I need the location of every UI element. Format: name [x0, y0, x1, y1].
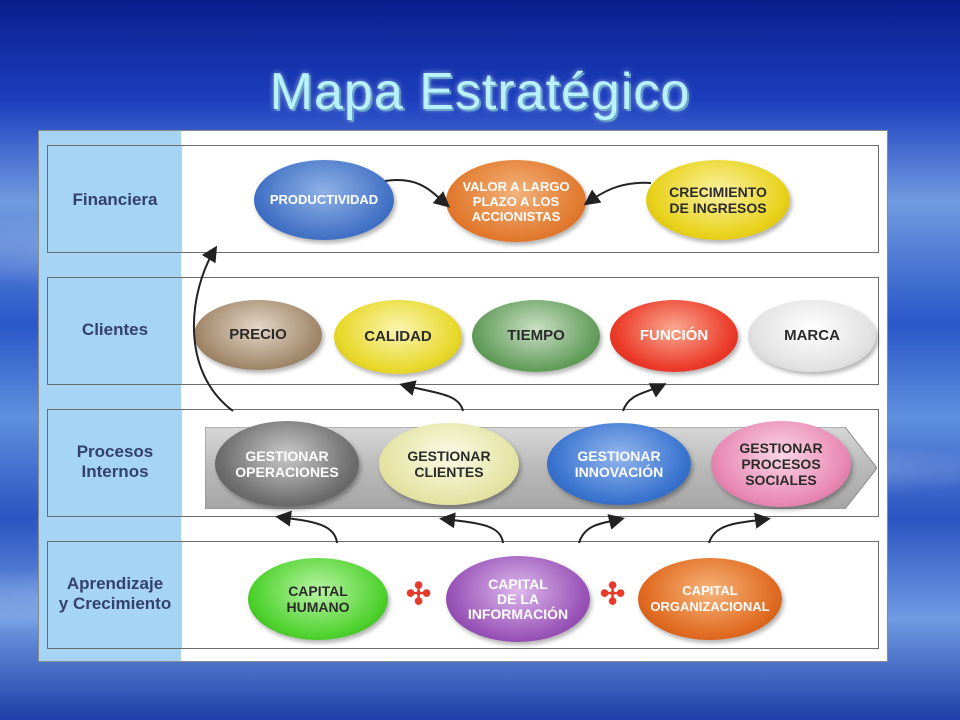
strategy-map: Financiera PRODUCTIVIDAD VALOR A LARGO P… — [38, 130, 888, 662]
row-clientes: Clientes PRECIO CALIDAD TIEMPO FUNCIÓN M… — [47, 277, 879, 385]
row-aprendizaje-crecimiento: Aprendizaje y Crecimiento CAPITAL HUMANO… — [47, 541, 879, 649]
oval-tiempo: TIEMPO — [472, 300, 600, 372]
oval-funcion: FUNCIÓN — [610, 300, 738, 372]
process-arrow-band — [205, 427, 877, 509]
oval-gestionar-innovacion: GESTIONAR INNOVACIÓN — [547, 423, 691, 505]
oval-gestionar-operaciones: GESTIONAR OPERACIONES — [215, 421, 359, 507]
oval-valor-accionistas: VALOR A LARGO PLAZO A LOS ACCIONISTAS — [446, 160, 586, 242]
marca-label: MARCA — [784, 327, 840, 344]
oval-capital-humano: CAPITAL HUMANO — [248, 558, 388, 640]
oval-capital-informacion: CAPITAL DE LA INFORMACIÓN — [446, 556, 590, 642]
slide-title: Mapa Estratégico — [269, 63, 691, 121]
funcion-label: FUNCIÓN — [639, 327, 709, 344]
oval-productividad-label: PRODUCTIVIDAD — [269, 192, 379, 207]
connector-arrows — [192, 179, 771, 544]
row-label-aprendizaje: Aprendizaje y Crecimiento — [58, 574, 172, 613]
row-financiera: Financiera PRODUCTIVIDAD VALOR A LARGO P… — [47, 145, 879, 253]
oval-calidad: CALIDAD — [334, 300, 462, 374]
plus-sign-icon: ✣ — [600, 578, 626, 611]
valor-line-2: PLAZO A LOS — [472, 193, 560, 209]
crecimiento-line-1: CRECIMIENTO — [669, 184, 767, 200]
oval-productividad: PRODUCTIVIDAD — [254, 160, 394, 240]
calidad-label: CALIDAD — [364, 328, 432, 345]
precio-label: PRECIO — [229, 326, 287, 343]
oval-gestionar-procesos-sociales: GESTIONAR PROCESOS SOCIALES — [711, 421, 851, 507]
oval-gestionar-clientes: GESTIONAR CLIENTES — [379, 423, 519, 505]
oval-capital-organizacional: CAPITAL ORGANIZACIONAL — [638, 558, 782, 640]
oval-marca: MARCA — [748, 300, 876, 372]
row-label-procesos: Procesos Internos — [76, 442, 154, 481]
tiempo-label: TIEMPO — [507, 327, 565, 344]
row-label-clientes: Clientes — [81, 320, 149, 339]
valor-line-3: ACCIONISTAS — [471, 208, 561, 224]
valor-line-1: VALOR A LARGO — [462, 178, 570, 194]
crecimiento-line-2: DE INGRESOS — [669, 200, 767, 216]
plus-sign-icon: ✣ — [406, 578, 432, 611]
oval-crecimiento-ingresos: CRECIMIENTO DE INGRESOS — [646, 160, 790, 240]
row-label-financiera: Financiera — [72, 190, 158, 209]
oval-precio: PRECIO — [194, 300, 322, 370]
